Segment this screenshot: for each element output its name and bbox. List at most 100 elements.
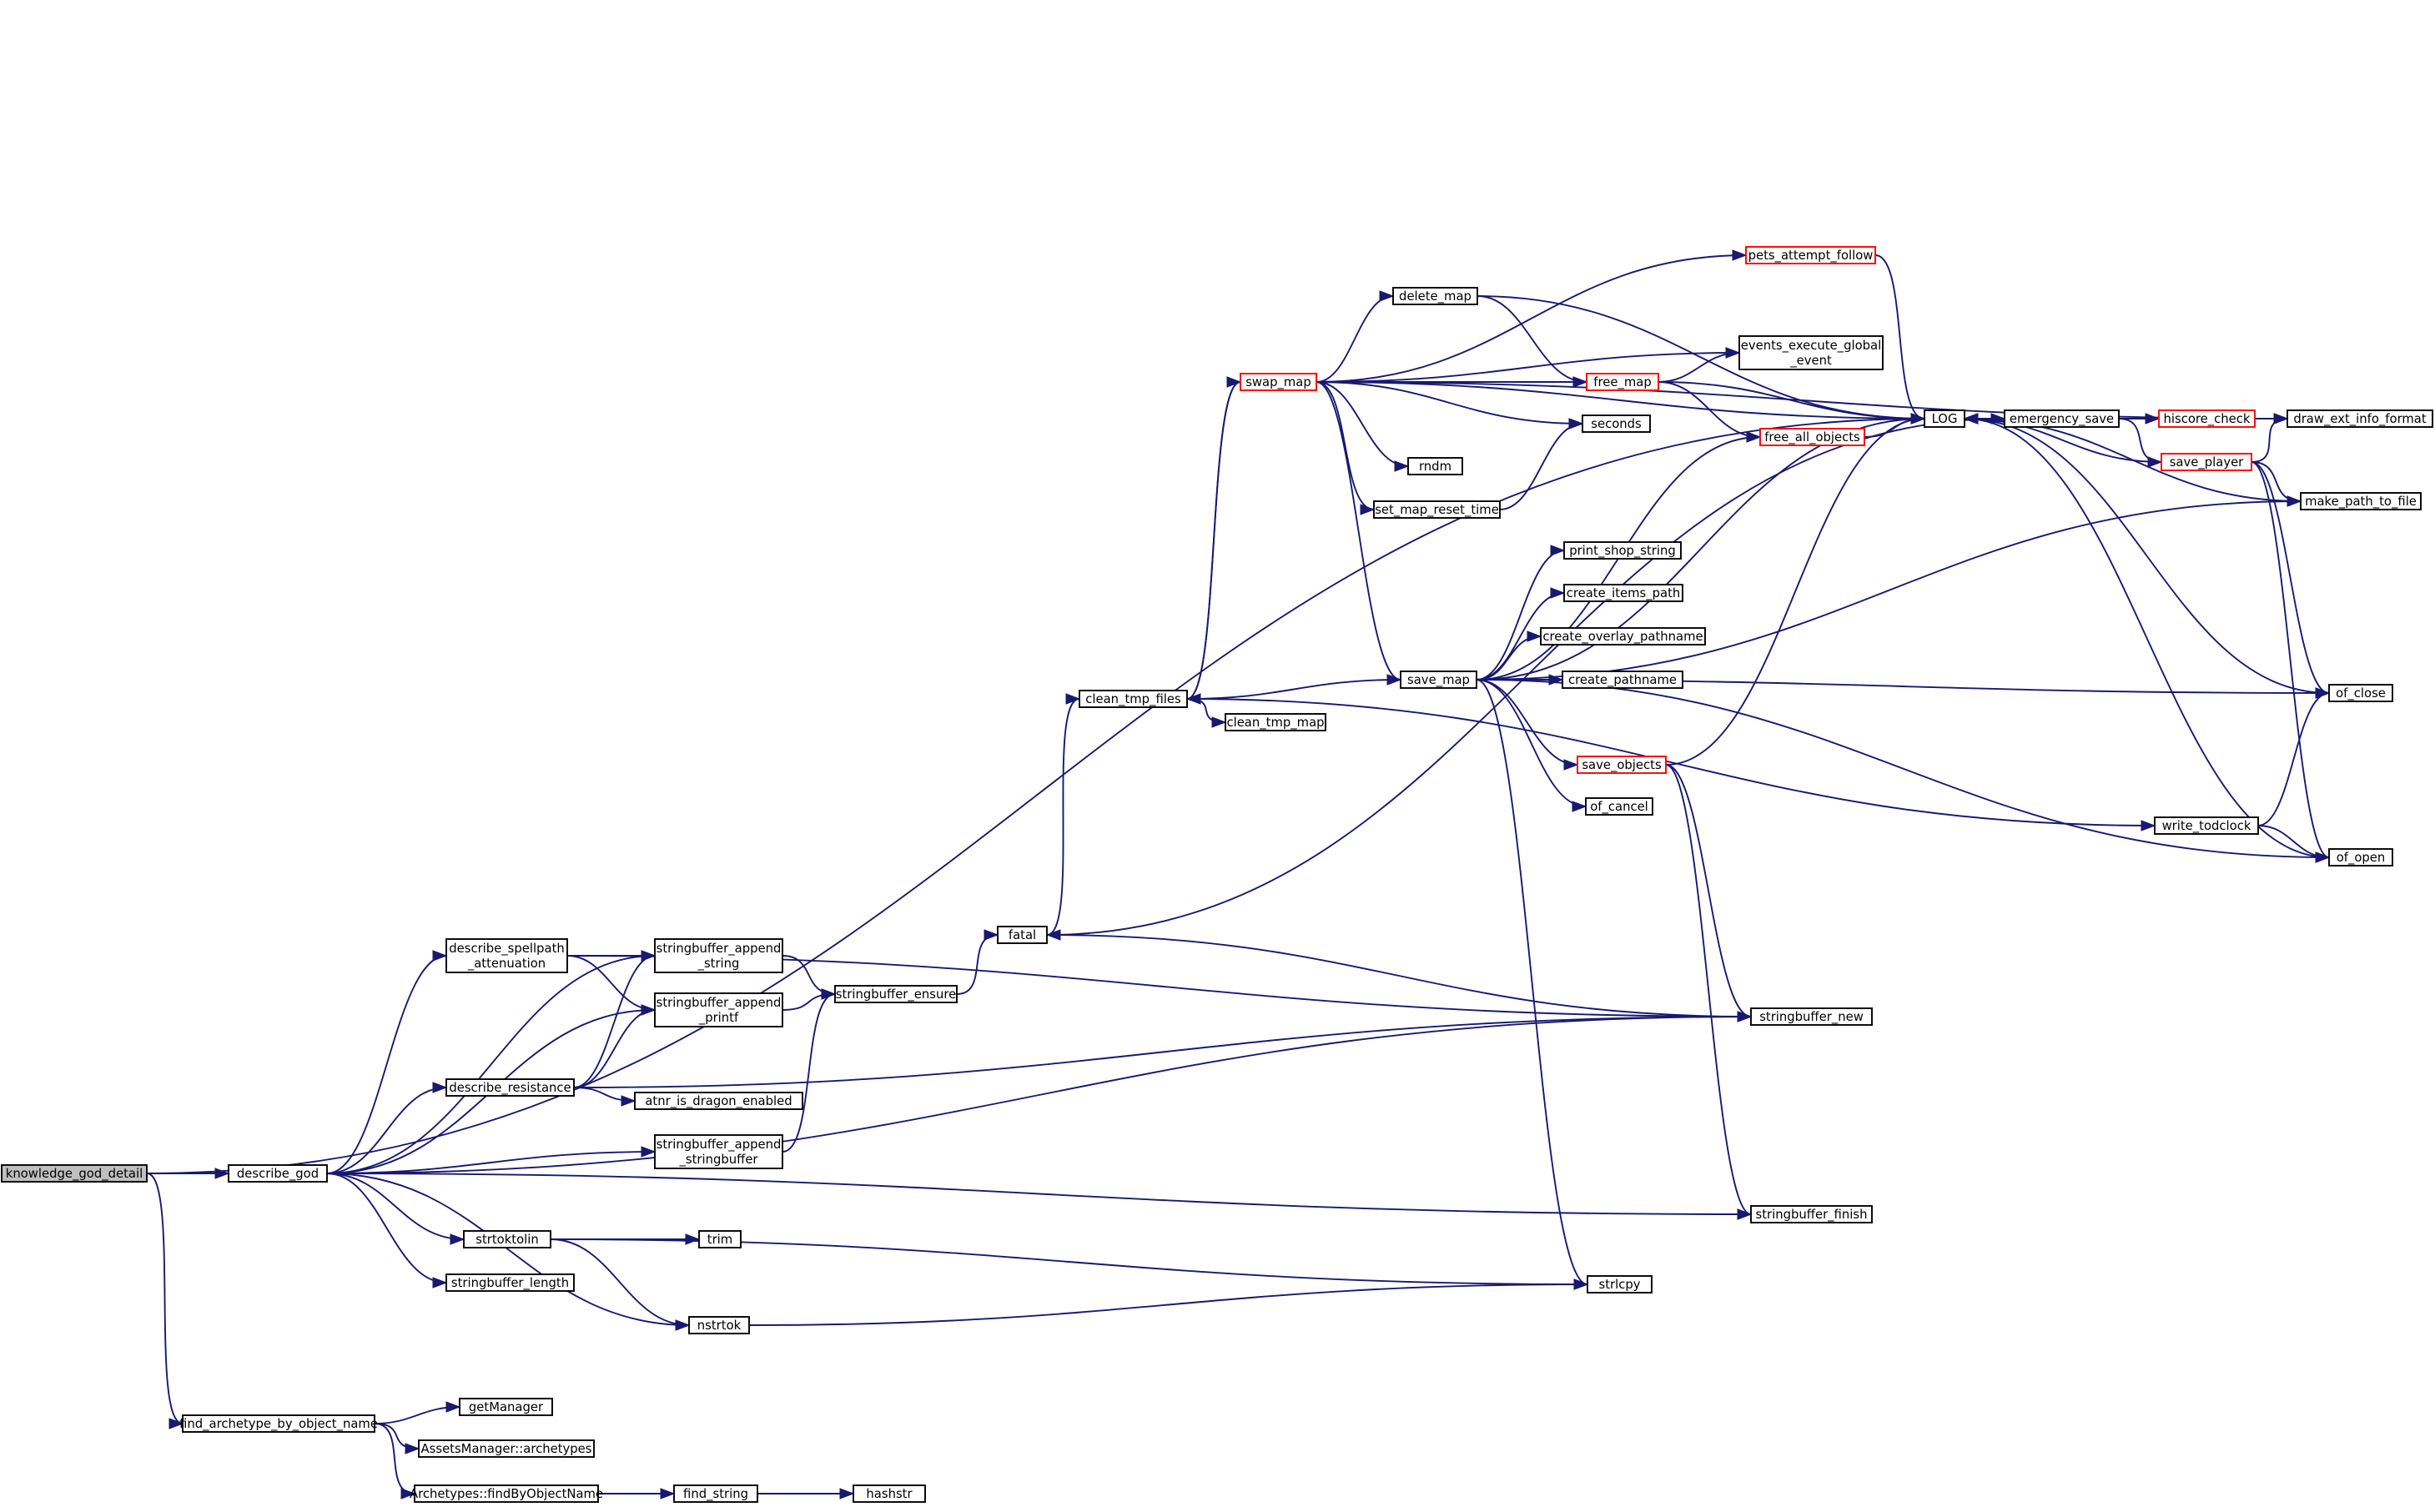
node-free-map[interactable]: free_map — [1586, 373, 1659, 391]
node-save-objects[interactable]: save_objects — [1577, 756, 1667, 774]
call-edge — [1665, 764, 1753, 1220]
call-edge — [1963, 413, 2330, 694]
call-edge-line — [2251, 461, 2330, 858]
call-edge — [326, 950, 448, 1174]
call-edge — [2251, 413, 2289, 463]
call-edge-line — [1476, 550, 1565, 681]
node-label: fatal — [1009, 928, 1036, 942]
node-stringbuffer-ensure[interactable]: stringbuffer_ensure — [834, 985, 958, 1003]
node-label: stringbuffer_append — [657, 996, 782, 1010]
call-edge — [1316, 381, 1584, 429]
call-edge — [2257, 825, 2331, 863]
call-edge — [1316, 381, 1376, 515]
node-label: print_shop_string — [1569, 544, 1676, 558]
arrowhead-icon — [641, 1004, 657, 1016]
node-of-close[interactable]: of_close — [2328, 684, 2393, 702]
call-edge — [597, 1488, 676, 1499]
node-of-open[interactable]: of_open — [2328, 848, 2393, 867]
node-label: set_map_reset_time — [1375, 503, 1499, 517]
node-label: emergency_save — [2010, 412, 2114, 426]
node-hashstr[interactable]: hashstr — [853, 1484, 926, 1503]
node-stringbuffer-append-string[interactable]: stringbuffer_append_string — [654, 938, 783, 973]
node-of-cancel[interactable]: of_cancel — [1585, 797, 1653, 816]
arrowhead-icon — [685, 1233, 701, 1245]
node-write-todclock[interactable]: write_todclock — [2154, 816, 2259, 835]
node-describe-resistance[interactable]: describe_resistance — [445, 1078, 575, 1097]
node-box — [1587, 1275, 1653, 1293]
node-seconds[interactable]: seconds — [1582, 414, 1651, 433]
node-label: pets_attempt_follow — [1748, 249, 1874, 263]
node-box — [1, 1164, 148, 1183]
node-events-execute-global-event[interactable]: events_execute_global_event — [1738, 335, 1884, 370]
node-set-map-reset-time[interactable]: set_map_reset_time — [1373, 500, 1501, 519]
function-nodes: knowledge_god_detail describe_god find_arc… — [1, 246, 2433, 1503]
node-knowledge-god-detail[interactable]: knowledge_god_detail — [1, 1164, 148, 1183]
node-fatal[interactable]: fatal — [997, 926, 1048, 944]
call-edge-line — [1316, 381, 1375, 510]
call-edge — [1665, 413, 1926, 766]
node-getmanager[interactable]: getManager — [459, 1398, 553, 1416]
node-stringbuffer-append-stringbuffer[interactable]: stringbuffer_append_stringbuffer — [654, 1134, 783, 1169]
node-nstrtok[interactable]: nstrtok — [688, 1316, 750, 1334]
node-label: create_overlay_pathname — [1542, 630, 1703, 644]
arrowhead-icon — [984, 929, 999, 941]
node-stringbuffer-new[interactable]: stringbuffer_new — [1750, 1007, 1873, 1026]
node-stringbuffer-length[interactable]: stringbuffer_length — [445, 1273, 575, 1292]
node-box — [1750, 1205, 1873, 1223]
node-log[interactable]: LOG — [1924, 409, 1965, 428]
arrowhead-icon — [1045, 929, 1061, 941]
node-strtoktolin[interactable]: strtoktolin — [463, 1230, 551, 1248]
node-label: _attenuation — [467, 957, 546, 971]
arrowhead-icon — [1379, 290, 1395, 302]
call-edge-line — [1476, 679, 1588, 1285]
node-archetypes-findbyobjectname[interactable]: Archetypes::findByObjectName — [410, 1484, 603, 1503]
call-edge-line — [1665, 418, 1925, 766]
node-hiscore-check[interactable]: hiscore_check — [2158, 409, 2256, 428]
arrowhead-icon — [675, 1319, 691, 1331]
call-edge-line — [1964, 418, 2330, 694]
node-box — [654, 1134, 783, 1169]
node-atnr-is-dragon-enabled[interactable]: atnr_is_dragon_enabled — [634, 1092, 803, 1110]
node-box — [463, 1230, 551, 1248]
node-create-overlay-pathname[interactable]: create_overlay_pathname — [1540, 627, 1706, 645]
node-strlcpy[interactable]: strlcpy — [1587, 1275, 1653, 1293]
call-edge — [374, 1423, 416, 1499]
call-edge — [1476, 679, 1579, 771]
node-find-archetype-by-object-name[interactable]: find_archetype_by_object_name — [179, 1414, 378, 1433]
node-trim[interactable]: trim — [698, 1230, 742, 1248]
node-create-pathname[interactable]: create_pathname — [1562, 671, 1683, 689]
node-save-map[interactable]: save_map — [1400, 671, 1477, 689]
node-box — [634, 1092, 803, 1110]
call-edge-line — [326, 1173, 690, 1326]
node-pets-attempt-follow[interactable]: pets_attempt_follow — [1745, 246, 1876, 264]
node-rndm[interactable]: rndm — [1407, 457, 1463, 475]
arrowhead-icon — [405, 1443, 420, 1454]
node-print-shop-string[interactable]: print_shop_string — [1563, 541, 1682, 560]
node-create-items-path[interactable]: create_items_path — [1563, 584, 1683, 602]
node-find-string[interactable]: find_string — [673, 1484, 758, 1503]
node-draw-ext-info-format[interactable]: draw_ext_info_format — [2287, 409, 2433, 428]
node-free-all-objects[interactable]: free_all_objects — [1759, 428, 1865, 446]
call-edge — [573, 1004, 657, 1088]
node-describe-spellpath-attenuation[interactable]: describe_spellpath_attenuation — [445, 938, 568, 973]
node-delete-map[interactable]: delete_map — [1392, 287, 1478, 305]
node-emergency-save[interactable]: emergency_save — [2004, 409, 2120, 428]
node-stringbuffer-append-printf[interactable]: stringbuffer_append_printf — [654, 992, 783, 1027]
arrowhead-icon — [1550, 587, 1566, 599]
call-edge-line — [1186, 698, 1226, 723]
node-swap-map[interactable]: swap_map — [1240, 373, 1317, 391]
node-make-path-to-file[interactable]: make_path_to_file — [2300, 492, 2422, 510]
call-edge-line — [748, 1283, 1588, 1326]
call-edge-line — [1186, 698, 2156, 826]
node-clean-tmp-map[interactable]: clean_tmp_map — [1225, 713, 1326, 731]
node-describe-god[interactable]: describe_god — [228, 1164, 328, 1183]
arrowhead-icon — [214, 1168, 230, 1179]
node-save-player[interactable]: save_player — [2161, 453, 2252, 471]
node-label: _string — [697, 957, 740, 971]
node-clean-tmp-files[interactable]: clean_tmp_files — [1079, 690, 1188, 708]
node-stringbuffer-finish[interactable]: stringbuffer_finish — [1750, 1205, 1873, 1223]
node-box — [1585, 797, 1653, 816]
node-assetsmanager-archetypes[interactable]: AssetsManager::archetypes — [418, 1439, 595, 1458]
node-box — [414, 1484, 599, 1503]
